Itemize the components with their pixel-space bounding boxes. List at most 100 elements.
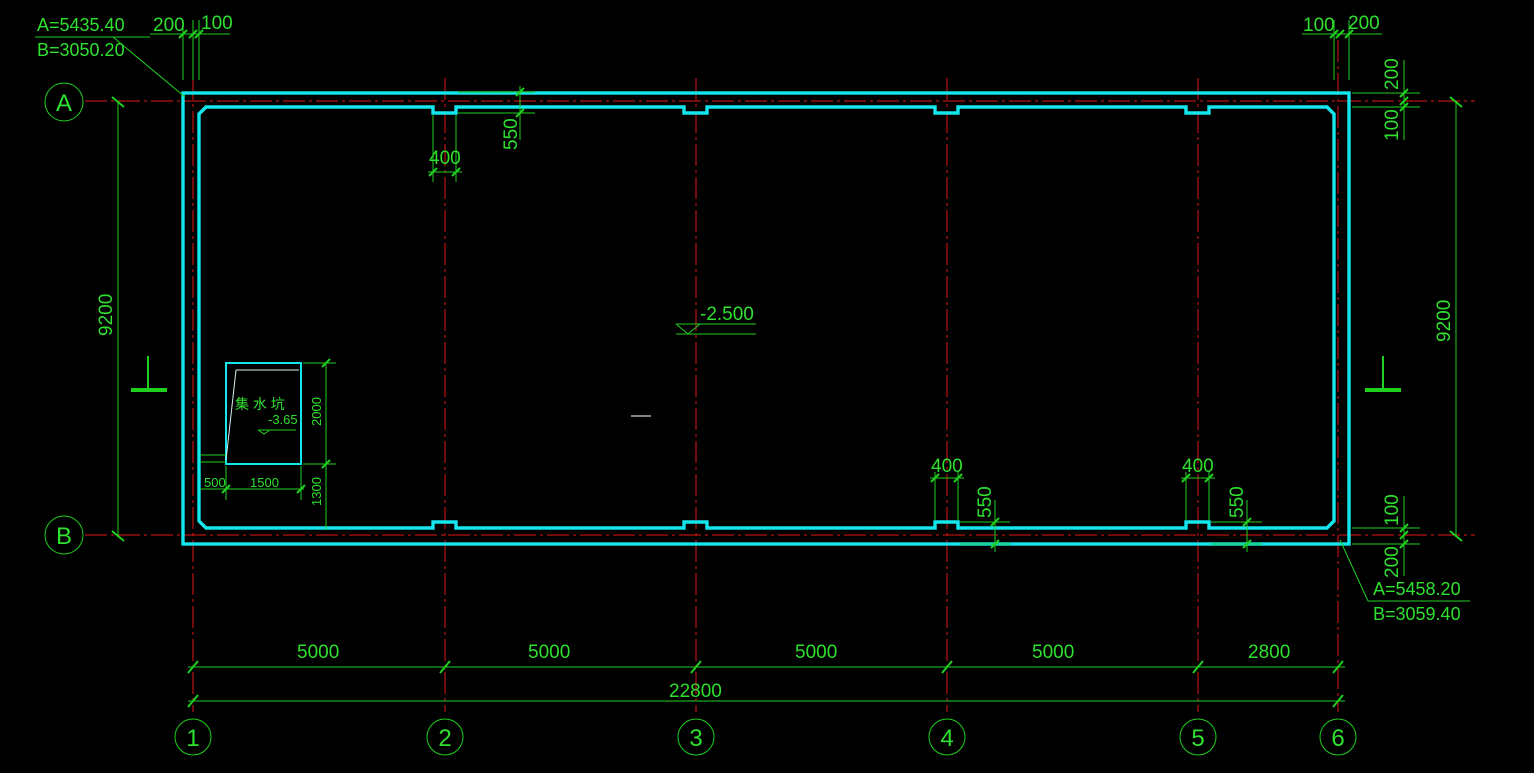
axis-bubble-2 [426, 718, 464, 756]
dim-tick [515, 87, 525, 97]
outer-wall [181, 91, 1351, 546]
sump-pit-elevation: -3.65 [268, 412, 298, 427]
dim-top-left-wall: 200 100 [150, 13, 233, 80]
coord-b-bottomright: B=3059.40 [1373, 604, 1461, 624]
dim-tick [1344, 29, 1354, 39]
dim-label: 100 [201, 13, 233, 34]
elevation-label: -2.500 [700, 304, 754, 325]
coord-leader [112, 36, 186, 98]
dim-tick [1332, 660, 1344, 674]
dim-pilaster-b5: 400 550 [1181, 456, 1262, 552]
dim-label-total: 22800 [669, 681, 722, 702]
coordinate-br: A=5458.20 B=3059.40 [1339, 539, 1470, 624]
dim-tick [941, 660, 953, 674]
dim-label: 200 [1382, 58, 1403, 90]
dim-top-right-wall: 100 200 [1302, 13, 1382, 80]
axis-label-a: A [56, 90, 72, 117]
dim-tick [1329, 29, 1339, 39]
dim-label: 100 [1303, 15, 1335, 36]
axis-bubble-5 [1179, 718, 1217, 756]
axis-label-6: 6 [1331, 725, 1344, 752]
dim-label: 1300 [309, 477, 324, 506]
dim-label-span: 5000 [528, 642, 570, 663]
dim-label: 550 [975, 486, 996, 518]
dim-label-span: 2800 [1248, 642, 1290, 663]
axis-label-4: 4 [940, 725, 953, 752]
dim-right-height: 9200 [1434, 96, 1463, 542]
axis-label-b: B [56, 523, 72, 550]
dim-tick [515, 108, 525, 118]
axis-bubble-a [44, 82, 84, 122]
sump-pit: 集 水 坑 -3.65 2000 1300 500 1500 [200, 358, 336, 530]
dim-tick [1242, 517, 1252, 527]
dim-tick [451, 167, 461, 177]
dim-label-span: 5000 [297, 642, 339, 663]
grid-axis-lines [85, 40, 1475, 712]
dim-tick [178, 29, 188, 39]
dim-right-top-wall: 200 100 [1352, 58, 1420, 141]
dim-tick [296, 484, 306, 494]
dim-label: 550 [1227, 486, 1248, 518]
dim-label: 100 [1382, 109, 1403, 141]
dim-tick [1204, 473, 1214, 483]
dim-tick [990, 517, 1000, 527]
dim-tick [690, 660, 702, 674]
dim-label: 550 [501, 118, 522, 150]
dim-spans: 5000 5000 5000 5000 2800 [187, 642, 1345, 674]
elevation-mark: -2.500 [675, 304, 756, 335]
dim-label-span: 5000 [1032, 642, 1074, 663]
dim-label: 500 [204, 475, 226, 490]
dim-tick [1335, 29, 1345, 39]
dim-tick [930, 473, 940, 483]
dim-label: 200 [1382, 546, 1403, 578]
sump-pit-outline [225, 362, 302, 465]
dim-tick [953, 473, 963, 483]
dim-label: 9200 [96, 294, 117, 336]
coord-a-topleft: A=5435.40 [37, 15, 125, 35]
dim-tick [1449, 96, 1463, 108]
dim-tick [321, 358, 331, 368]
dim-tick [187, 694, 199, 708]
coord-leader [1339, 539, 1369, 602]
dim-tick [1399, 539, 1409, 549]
axis-bubble-b [44, 515, 84, 555]
axis-label-3: 3 [689, 725, 702, 752]
dim-tick [221, 484, 231, 494]
axis-bubble-3 [677, 718, 715, 756]
dim-pilaster-top: 400 550 [428, 86, 535, 182]
dim-tick [1399, 102, 1409, 112]
section-mark-left [131, 356, 167, 392]
sump-elev-symbol [257, 429, 296, 435]
dim-label: 400 [1182, 456, 1214, 477]
dim-label: 9200 [1434, 300, 1455, 342]
dim-tick [188, 29, 198, 39]
section-mark-right [1365, 356, 1401, 392]
dim-tick [187, 660, 199, 674]
axis-bubble-4 [928, 718, 966, 756]
dim-tick [1399, 523, 1409, 533]
dim-tick [428, 167, 438, 177]
dim-label-span: 5000 [795, 642, 837, 663]
dim-label: 200 [1348, 13, 1380, 34]
dim-tick [1242, 539, 1252, 549]
dim-label: 400 [429, 148, 461, 169]
dim-tick [1192, 660, 1204, 674]
sump-pit-label: 集 水 坑 [235, 396, 285, 412]
dim-tick [1181, 473, 1191, 483]
dim-label: 200 [153, 15, 185, 36]
dim-tick [1399, 96, 1409, 106]
dim-label: 1500 [250, 475, 279, 490]
dim-pilaster-b4: 400 550 [930, 456, 1010, 552]
axis-label-1: 1 [186, 725, 199, 752]
coord-b-topleft: B=3050.20 [37, 40, 125, 60]
dim-tick [111, 96, 125, 108]
coord-a-bottomright: A=5458.20 [1373, 579, 1461, 599]
sump-pit-slope [225, 369, 299, 461]
dim-label: 100 [1382, 494, 1403, 526]
dim-label: 400 [931, 456, 963, 477]
dim-tick [1332, 694, 1344, 708]
dim-tick [1449, 530, 1463, 542]
dim-tick [990, 539, 1000, 549]
